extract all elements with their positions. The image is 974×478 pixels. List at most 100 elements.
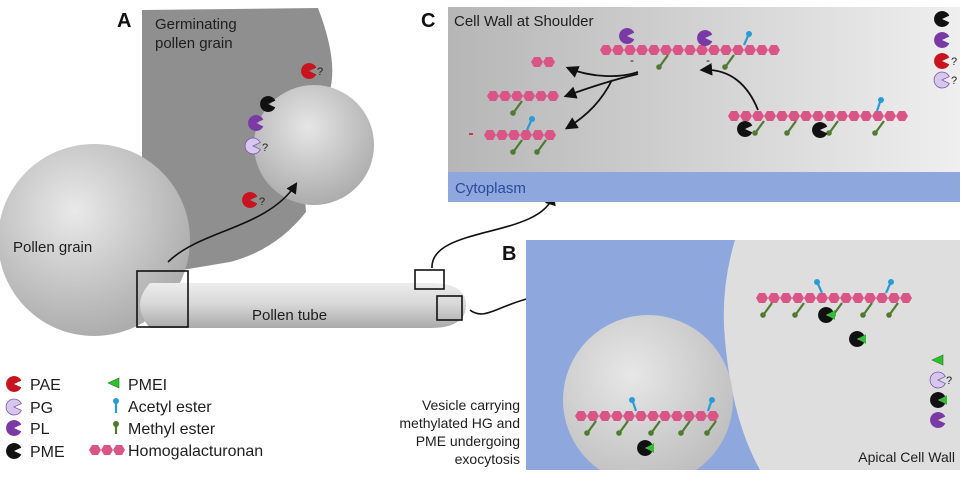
legend-pl-icon [6,420,22,436]
methyl-ester-icon [510,139,523,155]
pme-pmei-complex-icon [637,440,654,456]
pl-icon [697,30,713,46]
pme-pmei-complex-icon [849,331,866,347]
arrow-shoulder-to-panel-c [431,193,556,269]
arrow-cleavage-2 [563,73,639,99]
hg-fragment [531,57,555,67]
negative-charge: - [706,53,710,67]
acetyl-ester-icon [884,279,894,294]
legend-pl-label: PL [30,421,50,438]
pollen-tube-label: Pollen tube [252,307,327,324]
vesicle-label-line3: PME undergoing [416,433,520,449]
methyl-ester-icon [534,139,547,155]
panel-a-letter: A [117,10,131,32]
methyl-ester-icon [872,120,885,136]
legend-methyl-icon [113,421,119,434]
hg-fragment [484,130,556,140]
pollen-tube-tip [254,85,374,205]
pme-icon [737,121,753,137]
acetyl-ester-icon [875,97,884,112]
panel-c-letter: C [421,10,435,32]
legend-pme-icon [6,443,22,459]
pl-icon [248,115,264,131]
methyl-ester-icon [752,120,765,136]
pae-icon [242,192,258,208]
pl-icon [930,412,946,428]
question-mark: ? [951,56,957,68]
question-mark: ? [262,142,268,154]
panel-b-letter: B [502,243,516,265]
pg-icon [933,71,950,89]
germinating-label-line2: pollen grain [155,35,233,52]
acetyl-ester-icon [742,31,752,46]
arrow-cleavage-1 [565,66,639,78]
legend-acetyl-icon [113,398,119,413]
methyl-ester-icon [510,100,523,116]
pl-icon [934,32,950,48]
zoom-box-shoulder [414,269,445,290]
arrow-chain-to-pme-chain [699,63,759,111]
cytoplasm-label: Cytoplasm [455,180,526,197]
zoom-box-grain-junction [136,270,189,328]
legend: PAE PG PL PME PMEI Acetyl ester Methyl e… [5,376,263,461]
pollen-grain [0,144,190,336]
methyl-ester-icon [648,420,661,436]
question-mark: ? [259,196,265,208]
panel-c-cytoplasm [448,172,960,202]
panel-c-title: Cell Wall at Shoulder [454,13,594,30]
zoom-box-apex [436,295,463,321]
legend-pg-icon [5,398,22,416]
pollen-grain-label: Pollen grain [13,239,92,256]
arrow-cleavage-3 [564,79,613,130]
vesicle-label-line4: exocytosis [455,451,520,467]
legend-pae-label: PAE [30,377,61,394]
acetyl-ester-icon [814,279,824,294]
vesicle-label-line2: methylated HG and [399,415,520,431]
panel-b-mask [526,470,960,478]
legend-methyl-label: Methyl ester [128,421,216,438]
pollen-tube [140,283,466,328]
pae-icon [934,53,950,69]
methyl-ester-icon [722,54,735,70]
legend-pmei-label: PMEI [128,377,167,394]
question-mark: ? [946,375,952,387]
pme-pmei-complex-icon [818,307,835,323]
legend-pg-label: PG [30,400,53,417]
pmei-icon [931,354,944,366]
panel-a: A Germinating pollen grain Pollen grain … [0,8,581,336]
legend-hg-icon [89,445,125,455]
pl-icon [619,28,635,44]
pme-icon [812,122,828,138]
arrow-grain-to-tip [167,182,298,263]
secretory-vesicle [563,315,733,478]
question-mark: ? [951,75,957,87]
legend-hg-label: Homogalacturonan [128,443,263,460]
pg-icon [244,137,261,155]
legend-pmei-icon [107,377,120,389]
panel-b: B [399,240,960,478]
germinating-label-line1: Germinating [155,16,237,33]
methyl-ester-icon [886,302,899,318]
methyl-ester-icon [760,302,773,318]
methyl-ester-icon [656,54,669,70]
methyl-ester-icon [792,302,805,318]
pg-icon [929,371,946,389]
methyl-ester-icon [704,420,717,436]
legend-pme-label: PME [30,444,65,461]
methyl-ester-icon [860,302,873,318]
methyl-ester-icon [784,120,797,136]
hg-chain [575,411,719,421]
hg-chain [728,111,908,121]
vesicle-label-line1: Vesicle carrying [422,397,520,413]
panel-c: C Cell Wall at Shoulder Cytoplasm - - [421,7,960,202]
apical-wall-label: Apical Cell Wall [858,449,955,465]
acetyl-ester-icon [525,116,535,131]
acetyl-ester-icon [629,397,638,412]
methyl-ester-icon [826,120,839,136]
methyl-ester-icon [616,420,629,436]
pme-pmei-complex-icon [930,392,947,408]
acetyl-ester-icon [706,397,715,412]
pae-icon [301,63,317,79]
question-mark: ? [317,66,323,78]
hg-chain [756,293,912,303]
